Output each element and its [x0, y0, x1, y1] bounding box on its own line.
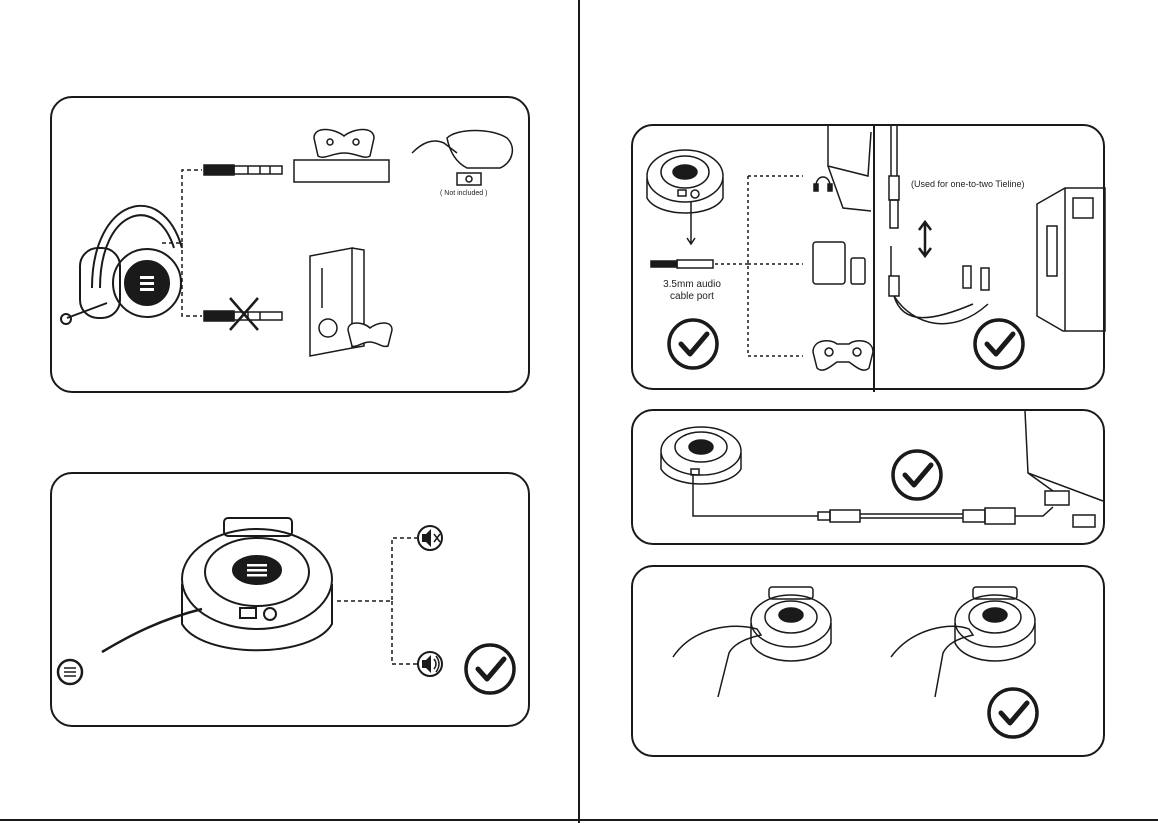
laptop-icon — [828, 126, 871, 211]
plug-3pole-not-supported-icon — [204, 298, 282, 330]
hand-earcup-right-icon — [891, 587, 1035, 697]
gamepad-icon — [813, 341, 873, 370]
xbox-360-console-icon — [310, 248, 392, 356]
port-label-line1: 3.5mm audio — [653, 279, 731, 291]
check-icon — [975, 320, 1023, 368]
earcup-small-icon — [647, 150, 723, 213]
check-icon — [466, 645, 514, 693]
control-connector-lines — [337, 538, 417, 664]
check-icon — [669, 320, 717, 368]
device-connections-illustration — [633, 126, 1107, 392]
panel-headset-compatibility: ( Not included ) — [50, 96, 530, 393]
microphone-boom-icon — [58, 609, 202, 684]
panel-mic-controls — [50, 472, 530, 727]
controller-adapter-icon — [412, 131, 512, 186]
hand-earcup-left-icon — [673, 587, 831, 697]
connector-lines — [162, 170, 202, 316]
tablet-phone-icon — [813, 242, 865, 284]
cable-plug-icon — [651, 202, 713, 268]
earcup-icon — [182, 518, 332, 650]
volume-icon — [418, 652, 442, 676]
port-label-line2: cable port — [653, 291, 731, 303]
panel-device-connections: 3.5mm audio cable port (Used for one-to-… — [631, 124, 1105, 390]
laptop-icon — [1025, 411, 1103, 527]
xbox-one-console-icon — [294, 130, 389, 183]
headset-icon — [61, 206, 182, 324]
splitter-cable-icon — [889, 126, 989, 324]
check-icon — [989, 689, 1037, 737]
not-included-note: ( Not included ) — [440, 190, 487, 197]
earcup-controls-illustration — [52, 474, 532, 729]
usb-connection-illustration — [633, 411, 1107, 547]
check-icon — [893, 451, 941, 499]
mic-attach-illustration — [633, 567, 1107, 759]
panel-mic-attach — [631, 565, 1105, 757]
panel-usb-connection — [631, 409, 1105, 545]
pc-tower-icon — [1037, 188, 1105, 331]
compatibility-illustration — [52, 98, 532, 395]
page-divider-bottom — [0, 819, 1158, 821]
headphone-icon — [814, 177, 832, 191]
port-label: 3.5mm audio cable port — [653, 279, 731, 303]
mute-icon — [418, 526, 442, 550]
double-arrow-icon — [919, 222, 931, 256]
device-connector-lines — [715, 176, 803, 356]
earcup-small-icon — [661, 427, 741, 484]
usb-cable-icon — [693, 475, 1053, 524]
page-divider-vertical — [578, 0, 580, 823]
plug-4pole-icon — [204, 165, 282, 175]
splitter-note: (Used for one-to-two Tieline) — [911, 178, 1025, 190]
